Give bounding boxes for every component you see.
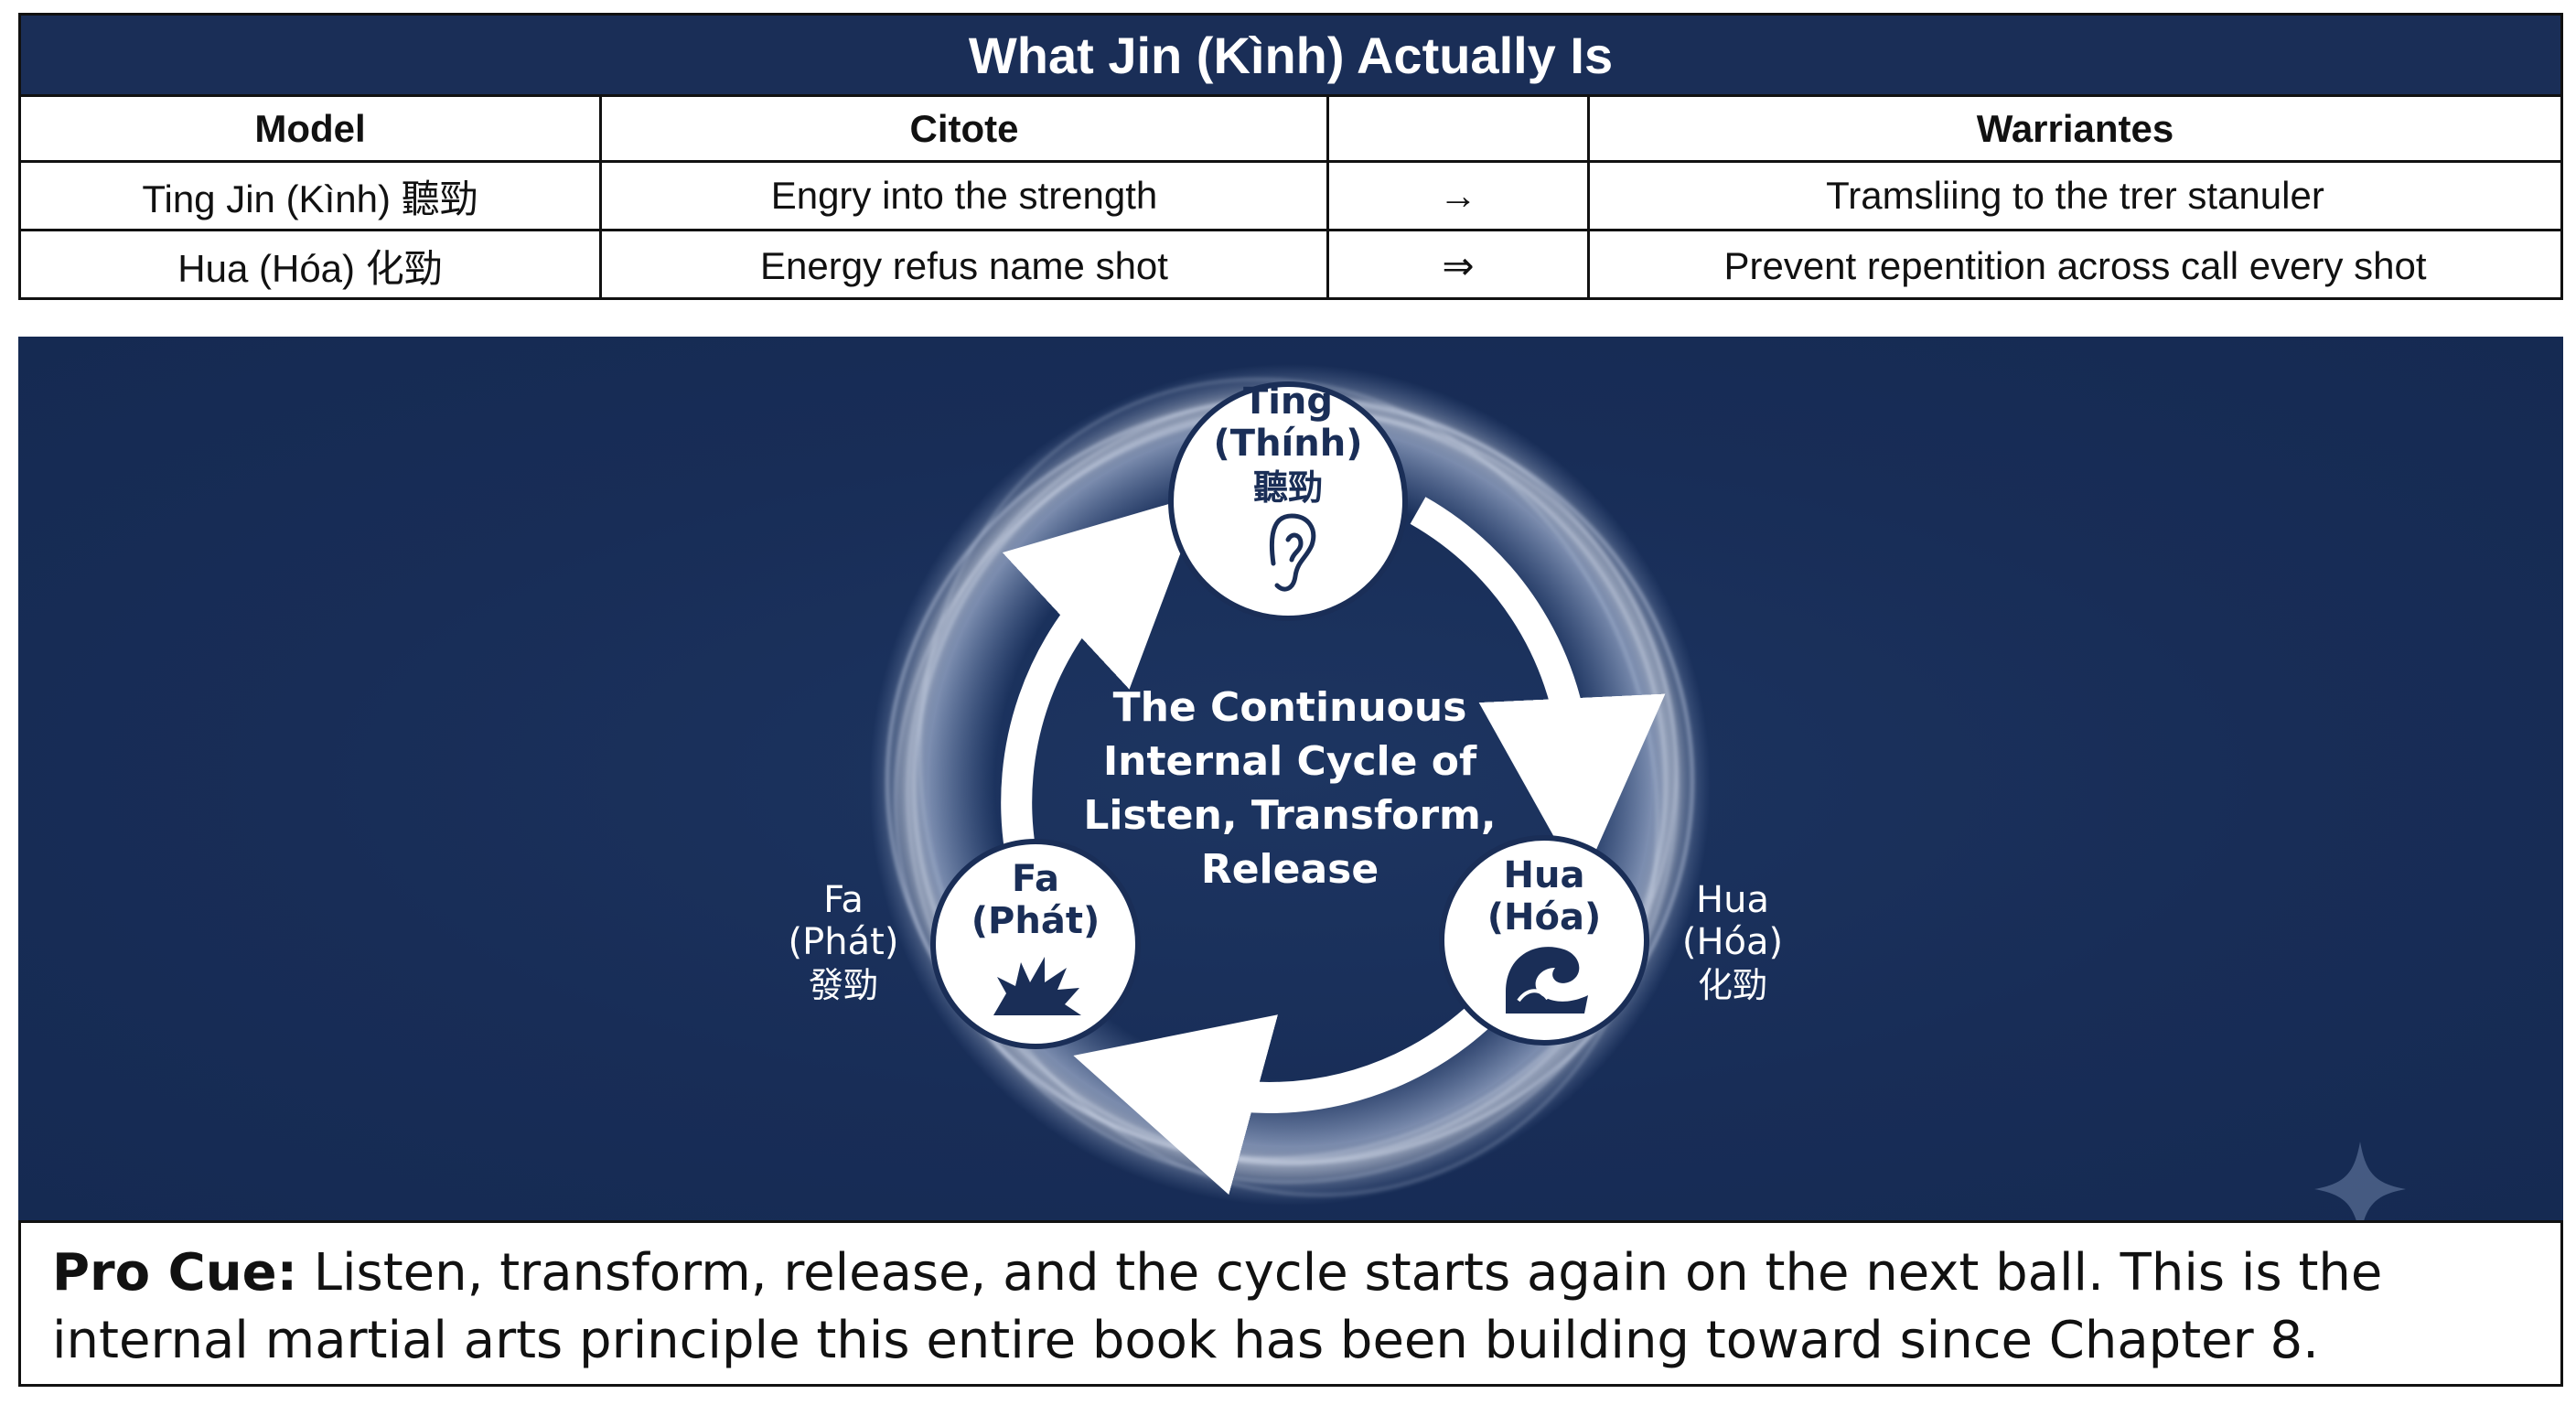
arrow-ting-to-hua (1410, 497, 1666, 885)
burst-icon (993, 957, 1081, 1015)
node-ting-line-2: (Thính) (1214, 423, 1363, 465)
arrow-cell: ⇒ (1329, 231, 1590, 300)
table-cell: Engry into the strength (602, 163, 1329, 229)
side-label-fa-line-2: (Phát) (789, 921, 899, 963)
table-cell: Ting Jin (Kình) 聽勁 (21, 163, 602, 229)
center-caption-line-4: Release (1201, 846, 1379, 893)
header-citote: Citote (602, 97, 1329, 160)
center-caption-line-1: The Continuous (1113, 684, 1467, 731)
table-header-row: Model Citote Warriantes (21, 97, 2560, 163)
side-label-fa-line-3: 發勁 (809, 965, 878, 1005)
arrow-fa-to-ting (1001, 494, 1203, 852)
center-caption-line-2: Internal Cycle of (1103, 738, 1477, 785)
node-hua: Hua (Hóa) (1439, 835, 1649, 1046)
side-label-hua: Hua (Hóa) 化勁 (1682, 879, 1783, 1005)
header-model: Model (21, 97, 602, 160)
table-cell: Prevent repentition across call every sh… (1723, 243, 2427, 287)
node-ting-line-1: Ting (1243, 381, 1333, 423)
side-label-hua-line-1: Hua (1696, 879, 1769, 921)
node-fa-line-2: (Phát) (971, 900, 1100, 942)
center-caption: The Continuous Internal Cycle of Listen,… (1083, 684, 1496, 893)
node-fa-line-1: Fa (1012, 858, 1059, 900)
header-warriantes: Warriantes (1976, 106, 2174, 150)
arrow-hua-to-fa (1073, 1002, 1493, 1196)
node-hua-line-1: Hua (1504, 854, 1585, 896)
table-title: What Jin (Kình) Actually Is (21, 16, 2560, 97)
side-label-fa: Fa (Phát) 發勁 (789, 879, 899, 1005)
wave-icon (1506, 947, 1588, 1014)
center-caption-line-3: Listen, Transform, (1083, 792, 1496, 839)
arrow-cell: → (1329, 163, 1590, 229)
side-label-fa-line-1: Fa (823, 879, 864, 921)
table-row: Ting Jin (Kình) 聽勁 Engry into the streng… (21, 163, 2560, 231)
pro-cue-box: Pro Cue: Listen, transform, release, and… (18, 1220, 2563, 1387)
side-label-hua-line-2: (Hóa) (1682, 921, 1783, 963)
node-hua-line-2: (Hóa) (1487, 896, 1602, 938)
table-row: Hua (Hóa) 化勁 Energy refus name shot ⇒ Pr… (21, 231, 2560, 300)
pro-cue-text: Listen, transform, release, and the cycl… (52, 1243, 2383, 1370)
header-blank (1329, 97, 1590, 160)
node-ting-line-3: 聽勁 (1253, 467, 1323, 508)
cycle-diagram: Ting (Thính) 聽勁 Hua (Hóa) Fa (Phát) (789, 364, 2406, 1220)
side-label-hua-line-3: 化勁 (1698, 965, 1767, 1005)
pro-cue-lead: Pro Cue: (52, 1243, 297, 1303)
node-fa: Fa (Phát) (930, 839, 1141, 1049)
sparkle-icon (2314, 1142, 2406, 1220)
jin-table: What Jin (Kình) Actually Is Model Citote… (18, 13, 2563, 300)
ear-icon (1269, 513, 1316, 592)
table-cell: Tramsliing to the trer stanuler (1826, 174, 2324, 217)
node-ting: Ting (Thính) 聽勁 (1168, 381, 1408, 621)
table-cell: Hua (Hóa) 化勁 (21, 231, 602, 300)
table-cell: Energy refus name shot (602, 231, 1329, 300)
cycle-diagram-panel: Ting (Thính) 聽勁 Hua (Hóa) Fa (Phát) (18, 337, 2563, 1220)
